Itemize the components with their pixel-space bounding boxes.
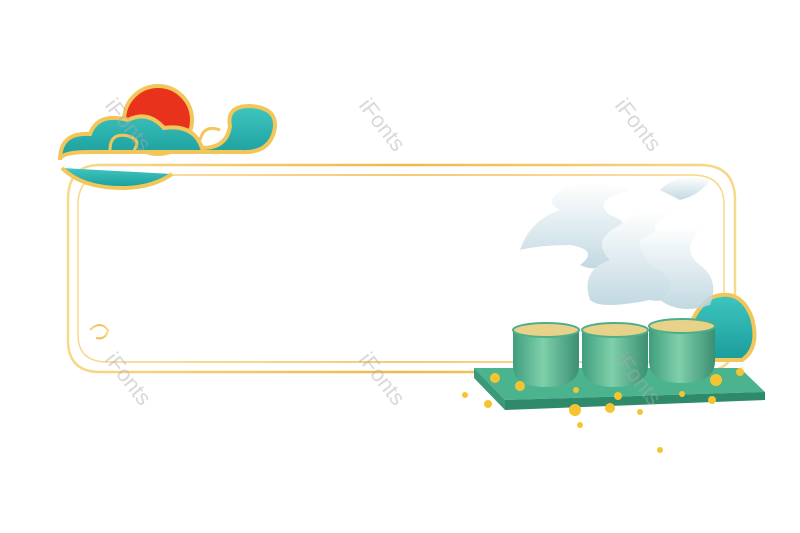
tea-cups (512, 318, 716, 387)
tea-cup-icon (648, 318, 716, 383)
petals (462, 368, 744, 453)
tea-cup-icon (512, 322, 580, 387)
sun-cloud-ornament (58, 84, 277, 191)
steam (520, 176, 714, 309)
cloud-icon (58, 103, 277, 161)
tea-cup-icon (581, 322, 649, 387)
